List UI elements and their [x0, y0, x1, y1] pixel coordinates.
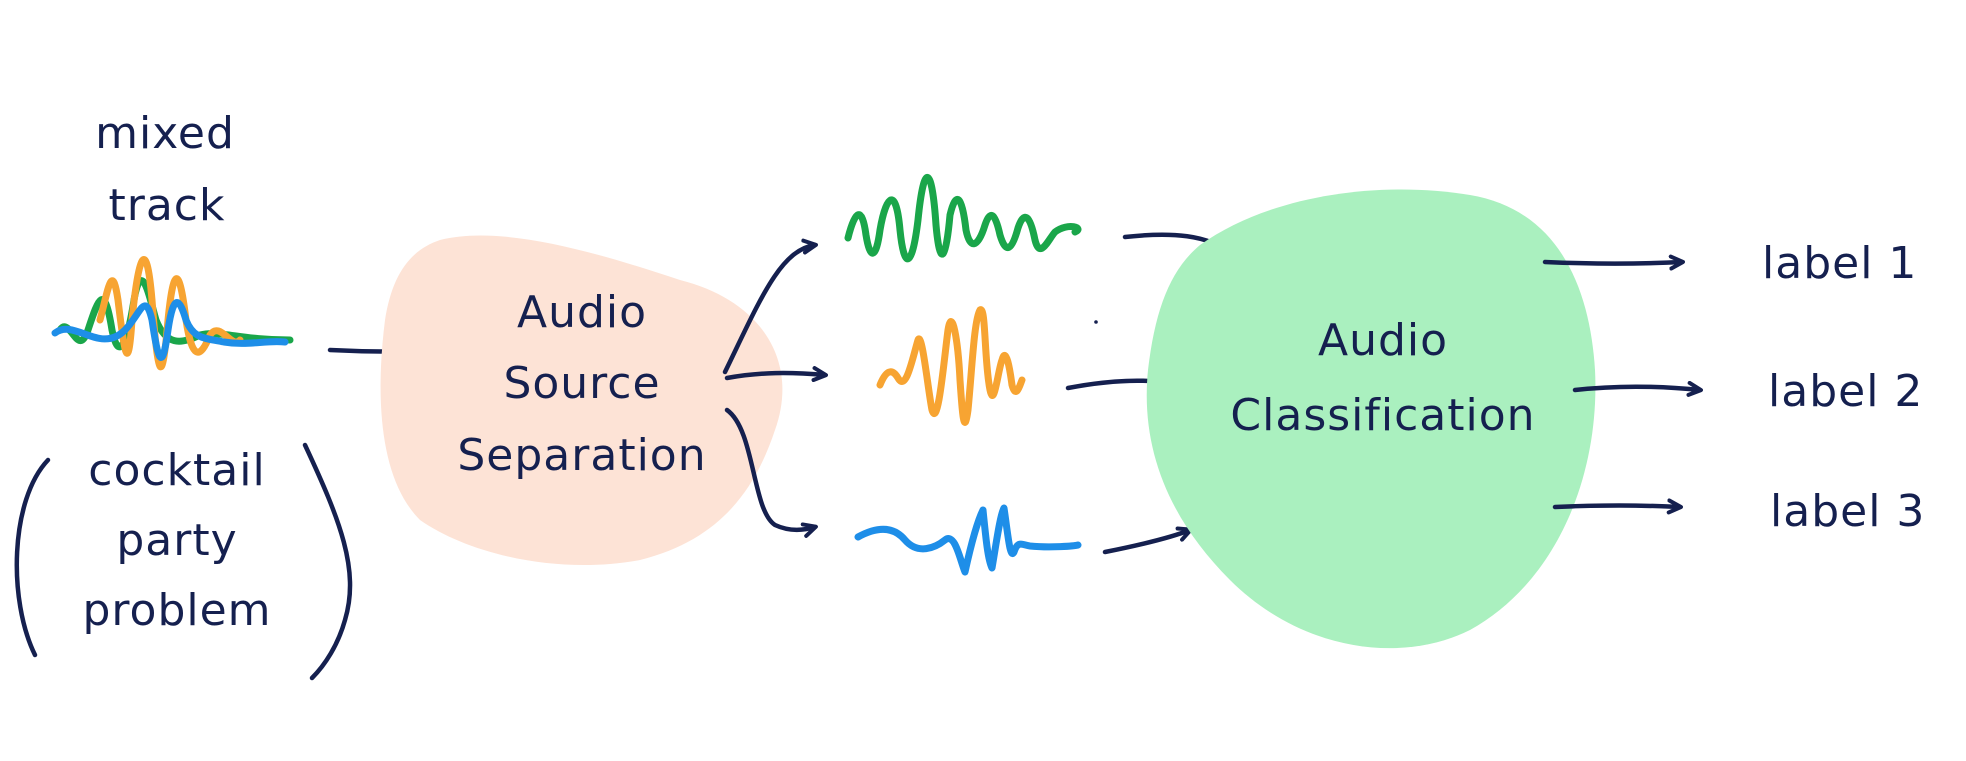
- arrow-separation-to-green: [722, 238, 818, 375]
- green-source-waveform: [844, 174, 1082, 263]
- note-line-party: party: [116, 515, 237, 566]
- arrow-to-label-1: [1542, 254, 1685, 271]
- output-label-2: label 2: [1768, 366, 1923, 417]
- note-line-problem: problem: [82, 585, 271, 636]
- note-line-cocktail: cocktail: [88, 445, 265, 496]
- output-label-1: label 1: [1762, 238, 1917, 289]
- arrow-blue-to-classification: [1102, 526, 1193, 555]
- mixed-track-title-line2: track: [109, 180, 226, 231]
- mixed-waveform: [51, 256, 294, 371]
- arrow-to-label-2: [1572, 380, 1703, 397]
- mixed-track-title-line1: mixed: [95, 108, 235, 159]
- orange-source-waveform: [876, 306, 1026, 426]
- classification-blob: [1146, 189, 1596, 649]
- arrow-separation-to-blue: [724, 407, 818, 538]
- output-label-3: label 3: [1770, 486, 1925, 537]
- separation-label-line2: Source: [503, 358, 660, 409]
- arrow-separation-to-orange: [724, 366, 828, 383]
- blue-source-waveform: [854, 504, 1082, 576]
- classification-label-line1: Audio: [1318, 315, 1448, 366]
- separation-blob: [380, 235, 783, 566]
- right-parenthesis: [302, 442, 353, 681]
- classification-label-line2: Classification: [1230, 390, 1535, 441]
- separation-label-line3: Separation: [457, 430, 706, 481]
- stray-dot: [1094, 320, 1098, 324]
- left-parenthesis: [14, 457, 51, 658]
- arrow-to-label-3: [1552, 498, 1683, 515]
- separation-label-line1: Audio: [517, 287, 647, 338]
